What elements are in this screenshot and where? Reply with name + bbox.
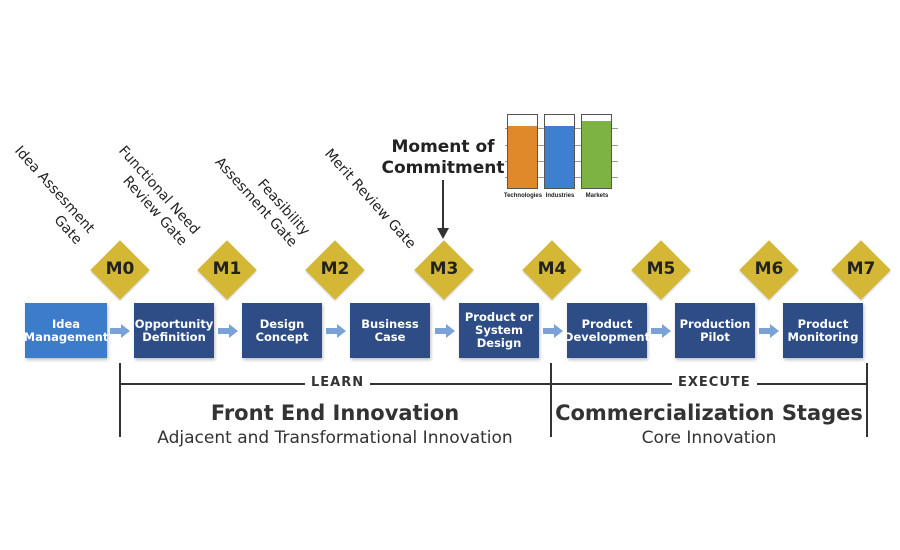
moment-arrow <box>437 180 449 239</box>
milestone-label-m5: M5 <box>646 259 676 279</box>
bar-fill-technologies <box>508 125 537 188</box>
flow-arrow-3 <box>326 324 346 338</box>
bar-industries <box>544 114 575 189</box>
milestone-label-m6: M6 <box>754 259 784 279</box>
milestone-label-m2: M2 <box>320 259 350 279</box>
phase-bracket-line <box>119 383 867 385</box>
moment-of-commitment-label: Moment of Commitment <box>381 137 505 178</box>
gate-label-functional-need-review: Functional Need Review Gate <box>115 143 203 250</box>
stage-idea-management: Idea Management <box>24 303 108 358</box>
bar-technologies <box>507 114 538 189</box>
phase-label-learn: LEARN <box>305 375 371 390</box>
phase-title-learn: Front End Innovation <box>210 401 460 425</box>
phase-subtitle-execute: Core Innovation <box>641 428 777 448</box>
bar-label-technologies: Technologies <box>503 193 543 199</box>
bar-fill-industries <box>545 125 574 188</box>
milestone-label-m0: M0 <box>105 259 135 279</box>
stage-production-pilot: Production Pilot <box>675 303 755 358</box>
gate-label-feasibility-assessment: Feasibility Assesment Gate <box>211 154 313 251</box>
flow-arrow-5 <box>543 324 563 338</box>
bar-markets <box>581 114 612 189</box>
stage-business-case: Business Case <box>350 303 430 358</box>
bar-label-industries: Industries <box>545 193 575 199</box>
stage-product-system-design: Product or System Design <box>459 303 539 358</box>
bracket-tick-middle <box>550 363 552 437</box>
phase-subtitle-learn: Adjacent and Transformational Innovation <box>157 428 513 448</box>
flow-arrow-7 <box>759 324 779 338</box>
bracket-tick-right <box>866 363 868 437</box>
bar-fill-markets <box>582 120 611 188</box>
phase-title-execute: Commercialization Stages <box>555 401 863 425</box>
stage-product-development: Product Development <box>564 303 650 358</box>
milestone-label-m7: M7 <box>846 259 876 279</box>
flow-arrow-4 <box>435 324 455 338</box>
milestone-label-m4: M4 <box>537 259 567 279</box>
flow-arrow-1 <box>110 324 130 338</box>
stage-product-monitoring: Product Monitoring <box>783 303 863 358</box>
stage-design-concept: Design Concept <box>242 303 322 358</box>
gate-label-idea-assessment: Idea Assesment Gate <box>11 143 98 248</box>
flow-arrow-2 <box>218 324 238 338</box>
milestone-label-m1: M1 <box>212 259 242 279</box>
flow-arrow-6 <box>651 324 671 338</box>
bracket-tick-left <box>119 363 121 437</box>
milestone-label-m3: M3 <box>429 259 459 279</box>
bar-label-markets: Markets <box>585 193 609 199</box>
phase-label-execute: EXECUTE <box>672 375 757 390</box>
stage-opportunity-definition: Opportunity Definition <box>134 303 214 358</box>
